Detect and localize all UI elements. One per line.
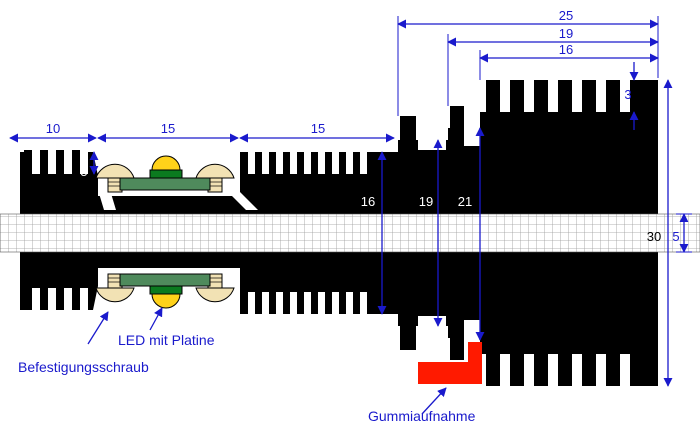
center-bore [0, 213, 700, 253]
dim-outer-30: 30 [647, 229, 661, 244]
label-rubber-mount: Gummiaufnahme [368, 408, 476, 424]
circuit-board-icon [119, 177, 211, 191]
screw-icon [195, 163, 235, 193]
dim-right-19: 19 [559, 26, 573, 41]
dim-fin-3: 3 [624, 87, 631, 102]
dimension-labels: 10 15 15 25 19 16 3 5 16 19 21 30 5 [46, 8, 680, 244]
led-icon [149, 285, 183, 309]
screw-icon [95, 163, 135, 193]
label-screw: Befestigungsschraub [18, 359, 149, 375]
dim-right-25: 25 [559, 8, 573, 23]
heatsink-body [20, 112, 658, 354]
dim-inner-16: 16 [361, 194, 375, 209]
screw-icon [195, 273, 235, 303]
led-icon [149, 155, 183, 179]
fins [24, 80, 658, 386]
circuit-board-icon [119, 273, 211, 287]
dim-left-fin-5: 5 [80, 164, 87, 179]
label-led-board: LED mit Platine [118, 332, 215, 348]
screw-icon [95, 273, 135, 303]
dim-top-mid: 15 [161, 121, 175, 136]
channels [98, 190, 258, 210]
dim-inner-19: 19 [419, 194, 433, 209]
led-assembly-top [95, 155, 235, 193]
dim-top-right: 15 [311, 121, 325, 136]
dim-inner-21: 21 [458, 194, 472, 209]
dimension-lines [9, 16, 692, 415]
rubber-mount-icon [418, 342, 482, 384]
dim-right-16: 16 [559, 42, 573, 57]
dim-top-left: 10 [46, 121, 60, 136]
dim-bore-5: 5 [672, 229, 679, 244]
led-assembly-bottom [95, 273, 235, 309]
